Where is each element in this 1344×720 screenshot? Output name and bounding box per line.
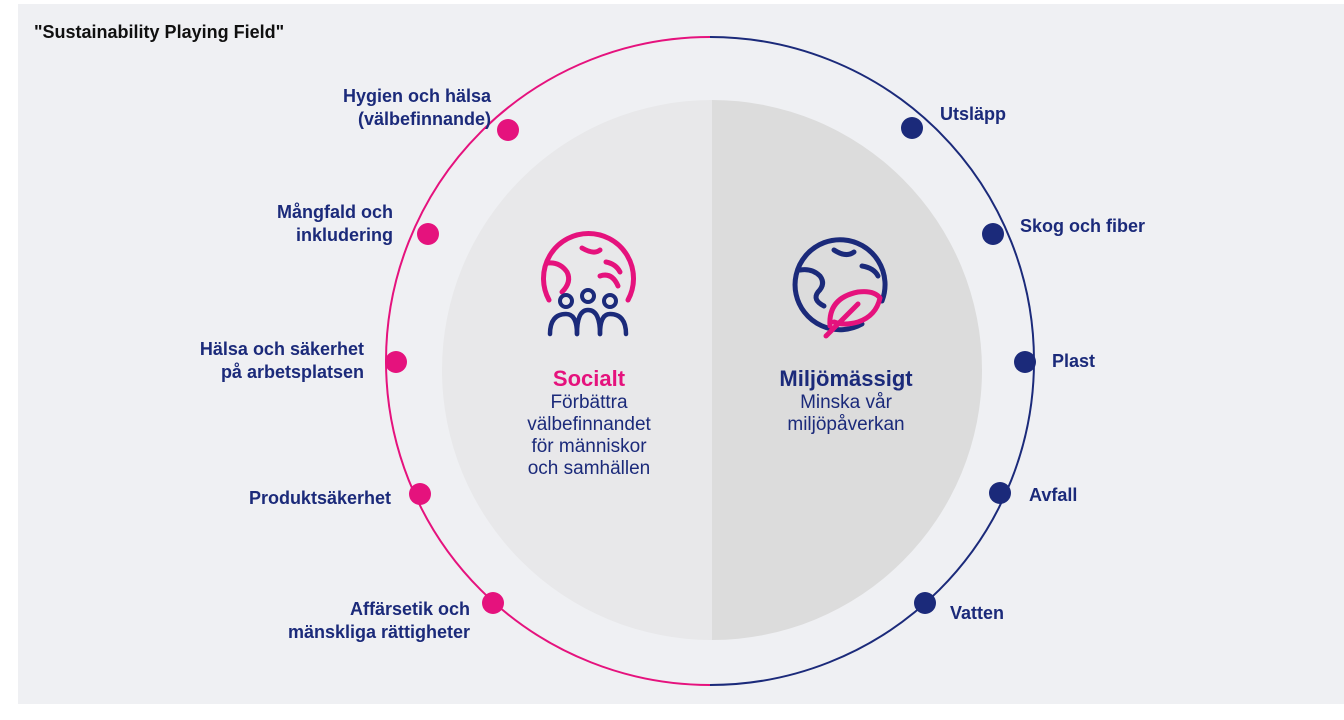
env-dot-waste (989, 482, 1011, 504)
social-dot-hygiene (497, 119, 519, 141)
social-label-ethics: Affärsetik och mänskliga rättigheter (287, 599, 470, 642)
social-dot-ethics (482, 592, 504, 614)
environment-title: Miljömässigt (779, 366, 913, 391)
social-label-diversity: Mångfald och inkludering (277, 202, 393, 245)
social-label-hygiene: Hygien och hälsa (välbefinnande) (342, 86, 491, 129)
globe-people-icon (541, 230, 636, 337)
env-label-forest: Skog och fiber (1020, 216, 1146, 236)
env-dot-forest (982, 223, 1004, 245)
env-dot-water (914, 592, 936, 614)
social-label-workplace: Hälsa och säkerhet på arbetsplatsen (199, 339, 364, 382)
env-label-waste: Avfall (1029, 485, 1078, 505)
social-half (442, 100, 712, 640)
env-label-emissions: Utsläpp (940, 104, 1007, 124)
env-label-water: Vatten (950, 603, 1005, 623)
social-center-block: Socialt Förbättra välbefinnandet för män… (500, 366, 678, 480)
social-dot-workplace (385, 351, 407, 373)
environment-center-block: Miljömässigt Minska vår miljöpåverkan (756, 366, 936, 436)
globe-leaf-icon (792, 237, 888, 339)
social-title: Socialt (552, 366, 626, 391)
env-dot-plastic (1014, 351, 1036, 373)
page-title: "Sustainability Playing Field" (34, 22, 285, 42)
environment-description: Minska vår miljöpåverkan (787, 392, 905, 435)
social-label-product: Produktsäkerhet (248, 488, 391, 508)
social-dot-product (409, 483, 431, 505)
env-label-plastic: Plast (1052, 351, 1096, 371)
env-dot-emissions (901, 117, 923, 139)
social-description: Förbättra välbefinnandet för människor o… (527, 392, 651, 479)
environment-half (712, 100, 982, 640)
social-dot-diversity (417, 223, 439, 245)
